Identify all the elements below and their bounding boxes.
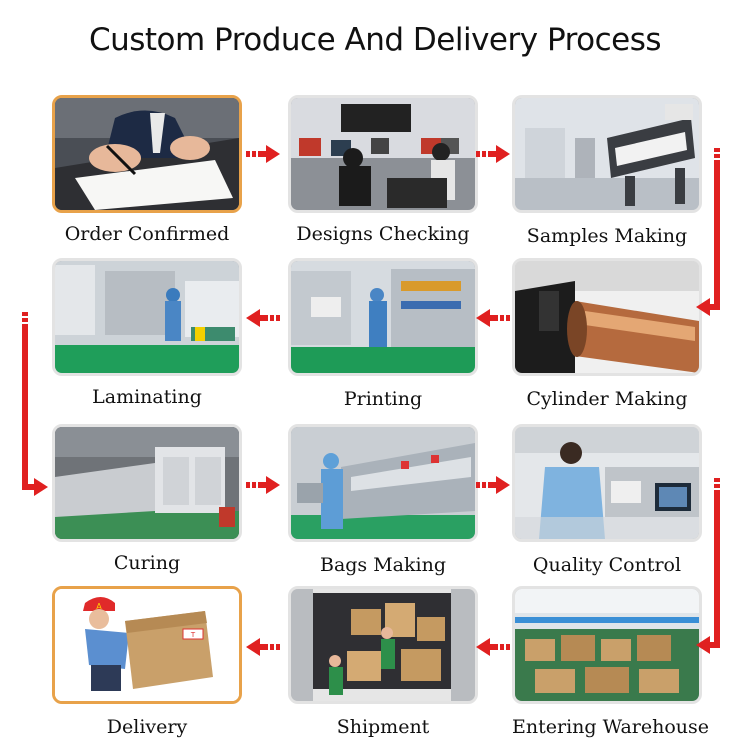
step-label: Curing bbox=[113, 552, 181, 574]
printing-photo bbox=[288, 258, 478, 376]
page-title: Custom Produce And Delivery Process bbox=[88, 22, 662, 58]
laminating-photo bbox=[52, 258, 242, 376]
arrow-right-icon bbox=[246, 476, 280, 494]
order-confirmed-photo bbox=[52, 95, 242, 213]
step-bags-making: Bags Making bbox=[288, 424, 478, 576]
arrow-down-left-icon bbox=[696, 478, 720, 654]
arrow-left-icon bbox=[476, 309, 510, 327]
step-label: Designs Checking bbox=[296, 223, 470, 245]
curing-photo bbox=[52, 424, 242, 542]
shipment-photo bbox=[288, 586, 478, 704]
step-cylinder-making: Cylinder Making bbox=[512, 258, 702, 410]
step-label: Shipment bbox=[336, 716, 430, 738]
arrow-down-right-icon bbox=[22, 312, 48, 496]
samples-making-photo bbox=[512, 95, 702, 213]
arrow-right-icon bbox=[476, 476, 510, 494]
step-laminating: Laminating bbox=[52, 258, 242, 408]
arrow-down-left-icon bbox=[696, 148, 720, 316]
step-curing: Curing bbox=[52, 424, 242, 574]
arrow-left-icon bbox=[246, 309, 280, 327]
arrow-left-icon bbox=[476, 638, 510, 656]
step-designs-checking: Designs Checking bbox=[288, 95, 478, 245]
step-order-confirmed: Order Confirmed bbox=[52, 95, 242, 245]
step-label: Bags Making bbox=[319, 554, 446, 576]
step-entering-warehouse: Entering Warehouse bbox=[512, 586, 709, 738]
step-label: Cylinder Making bbox=[526, 388, 688, 410]
entering-warehouse-photo bbox=[512, 586, 702, 704]
step-label: Delivery bbox=[106, 716, 188, 738]
cylinder-making-photo bbox=[512, 258, 702, 376]
step-label: Order Confirmed bbox=[64, 223, 230, 245]
step-quality-control: Quality Control bbox=[512, 424, 702, 576]
step-label: Entering Warehouse bbox=[512, 716, 710, 738]
step-samples-making: Samples Making bbox=[512, 95, 702, 247]
bags-making-photo bbox=[288, 424, 478, 542]
arrow-left-icon bbox=[246, 638, 280, 656]
step-label: Laminating bbox=[92, 386, 202, 408]
delivery-box-label: T bbox=[190, 631, 196, 639]
step-printing: Printing bbox=[288, 258, 478, 410]
step-shipment: Shipment bbox=[288, 586, 478, 738]
step-label: Printing bbox=[343, 388, 423, 410]
step-label: Quality Control bbox=[532, 554, 682, 576]
arrow-right-icon bbox=[246, 145, 280, 163]
step-delivery: A T Delivery bbox=[52, 586, 242, 738]
delivery-photo: A T bbox=[52, 586, 242, 704]
quality-control-photo bbox=[512, 424, 702, 542]
designs-checking-photo bbox=[288, 95, 478, 213]
step-label: Samples Making bbox=[526, 225, 688, 247]
arrow-right-icon bbox=[476, 145, 510, 163]
delivery-cap-logo: A bbox=[96, 602, 102, 611]
